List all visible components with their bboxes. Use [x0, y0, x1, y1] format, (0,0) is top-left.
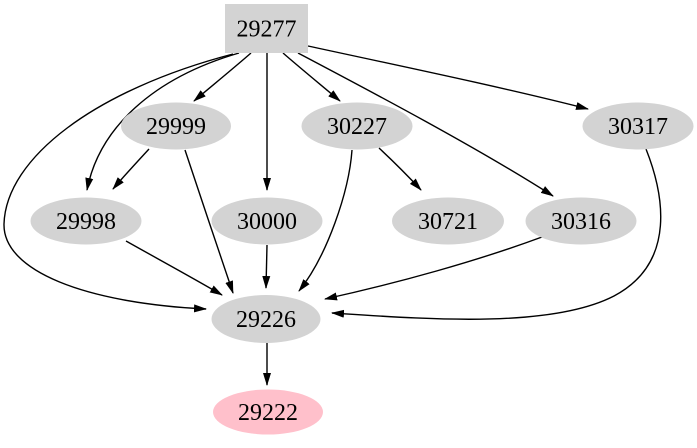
node-30000	[211, 197, 323, 245]
node-label-30316: 30316	[551, 209, 611, 235]
edge-29999-29226	[184, 149, 234, 294]
edge-29277-29998	[85, 52, 240, 191]
node-label-30227: 30227	[327, 114, 387, 140]
edge-30316-29226	[324, 236, 543, 301]
edge-29998-29226	[125, 240, 223, 296]
node-layer: 29277 29999 30227 30317 29998 30000 30721 30316…	[30, 4, 694, 435]
node-30316	[525, 197, 637, 245]
edge-30000-29226	[262, 244, 271, 289]
edge-29277-30227	[282, 52, 341, 102]
node-29277	[225, 4, 308, 53]
edge-29277-29999	[193, 52, 252, 102]
node-29226	[211, 295, 321, 343]
node-30721	[392, 197, 504, 245]
node-30227	[301, 102, 413, 150]
node-label-30317: 30317	[608, 114, 668, 140]
edge-29277-29226	[3, 53, 234, 313]
edge-layer	[3, 45, 662, 386]
edge-30227-29226	[298, 149, 353, 292]
edge-30227-30721	[378, 147, 422, 191]
node-label-29277: 29277	[237, 17, 297, 43]
node-30317	[582, 102, 694, 150]
node-29222	[213, 389, 323, 435]
node-label-29998: 29998	[56, 209, 116, 235]
node-29999	[121, 102, 231, 150]
edge-29999-29998	[112, 148, 150, 190]
node-29998	[30, 197, 142, 245]
node-label-30000: 30000	[237, 209, 297, 235]
node-label-29226: 29226	[236, 307, 296, 333]
node-label-29222: 29222	[238, 400, 298, 426]
node-label-30721: 30721	[418, 209, 478, 235]
edge-30317-29226	[331, 148, 662, 320]
edge-29277-30317	[307, 45, 589, 110]
node-label-29999: 29999	[146, 114, 206, 140]
edge-29277-30316	[297, 52, 554, 197]
